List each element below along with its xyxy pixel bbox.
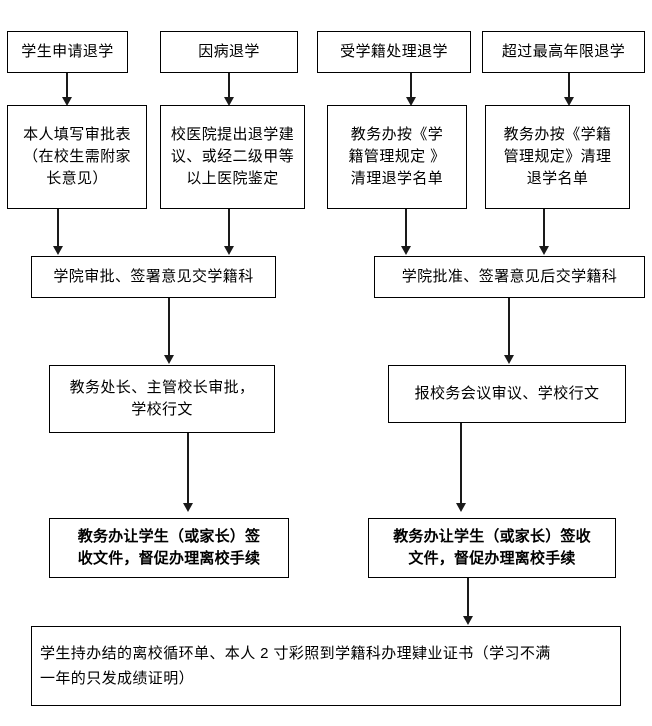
node-label: 本人填写审批表 （在校生需附家 长意见）: [23, 126, 131, 187]
node-label: 教务办让学生（或家长）签 收文件，督促办理离校手续: [77, 528, 261, 567]
node-label: 校医院提出退学建 议、或经二级甲等 以上医院鉴定: [170, 126, 295, 187]
node-final-certificate-procedure[interactable]: 学生持办结的离校循环单、本人 2 寸彩照到学籍科办理肄业证书（学习不满 一年的只…: [31, 626, 621, 706]
node-academic-office-list-maxyears[interactable]: 教务办按《学籍 管理规定》清理 退学名单: [485, 105, 630, 209]
node-student-application-withdrawal[interactable]: 学生申请退学: [7, 31, 128, 73]
node-dean-principal-approval[interactable]: 教务处长、主管校长审批， 学校行文: [49, 365, 275, 433]
arrowhead-r1c1-r2c1: [62, 97, 72, 106]
arrowhead-r4right-r5right: [456, 503, 466, 512]
node-label: 报校务会议审议、学校行文: [414, 385, 600, 403]
node-label: 教务办让学生（或家长）签收 文件，督促办理离校手续: [393, 528, 591, 567]
node-status-penalty-withdrawal[interactable]: 受学籍处理退学: [317, 31, 471, 73]
arrowhead-r1c3-r2c3: [406, 97, 416, 106]
connector-r2c1-r3left: [57, 209, 59, 248]
node-exceed-max-years-withdrawal[interactable]: 超过最高年限退学: [482, 31, 645, 73]
connector-r2c2-r3left: [228, 209, 230, 248]
connector-r3right-r4right: [508, 298, 510, 357]
node-school-meeting-review[interactable]: 报校务会议审议、学校行文: [388, 365, 626, 423]
node-college-approval-left[interactable]: 学院审批、签署意见交学籍科: [31, 256, 276, 298]
node-academic-office-list-penalty[interactable]: 教务办按《学 籍管理规定 》 清理退学名单: [327, 105, 467, 209]
node-label: 学院审批、签署意见交学籍科: [53, 268, 254, 286]
connector-r3left-r4left: [168, 298, 170, 357]
arrowhead-r2c1-r3left: [53, 246, 63, 255]
arrowhead-r1c2-r2c2: [224, 97, 234, 106]
connector-r2c4-r3right: [543, 209, 545, 248]
node-label: 学院批准、签署意见后交学籍科: [401, 268, 618, 286]
connector-r1c4-r2c4: [568, 73, 570, 99]
node-fill-approval-form[interactable]: 本人填写审批表 （在校生需附家 长意见）: [7, 105, 147, 209]
node-label: 超过最高年限退学: [501, 43, 626, 61]
arrowhead-r4left-r5left: [183, 503, 193, 512]
node-label: 教务办按《学籍 管理规定》清理 退学名单: [503, 126, 612, 187]
node-label: 学生申请退学: [21, 43, 114, 61]
node-label: 学生持办结的离校循环单、本人 2 寸彩照到学籍科办理肄业证书（学习不满 一年的只…: [40, 644, 551, 688]
arrowhead-r3right-r4right: [504, 355, 514, 364]
connector-r5right-final: [467, 578, 469, 618]
node-label: 教务处长、主管校长审批， 学校行文: [69, 379, 255, 418]
node-label: 因病退学: [198, 43, 260, 61]
connector-r2c3-r3right: [405, 209, 407, 248]
connector-r4left-r5left: [187, 433, 189, 505]
node-sign-documents-right[interactable]: 教务办让学生（或家长）签收 文件，督促办理离校手续: [368, 518, 616, 578]
node-hospital-recommendation[interactable]: 校医院提出退学建 议、或经二级甲等 以上医院鉴定: [160, 105, 305, 209]
connector-r1c3-r2c3: [410, 73, 412, 99]
node-college-approval-right[interactable]: 学院批准、签署意见后交学籍科: [374, 256, 645, 298]
arrowhead-r2c4-r3right: [539, 246, 549, 255]
arrowhead-r2c3-r3right: [401, 246, 411, 255]
arrowhead-r3left-r4left: [164, 355, 174, 364]
connector-r1c1-r2c1: [66, 73, 68, 99]
connector-r4right-r5right: [460, 423, 462, 505]
node-label: 受学籍处理退学: [340, 43, 448, 61]
node-label: 教务办按《学 籍管理规定 》 清理退学名单: [348, 126, 446, 187]
arrowhead-r2c2-r3left: [224, 246, 234, 255]
arrowhead-r5right-final: [463, 616, 473, 625]
arrowhead-r1c4-r2c4: [564, 97, 574, 106]
node-illness-withdrawal[interactable]: 因病退学: [160, 31, 298, 73]
connector-r1c2-r2c2: [228, 73, 230, 99]
node-sign-documents-left[interactable]: 教务办让学生（或家长）签 收文件，督促办理离校手续: [49, 518, 289, 578]
